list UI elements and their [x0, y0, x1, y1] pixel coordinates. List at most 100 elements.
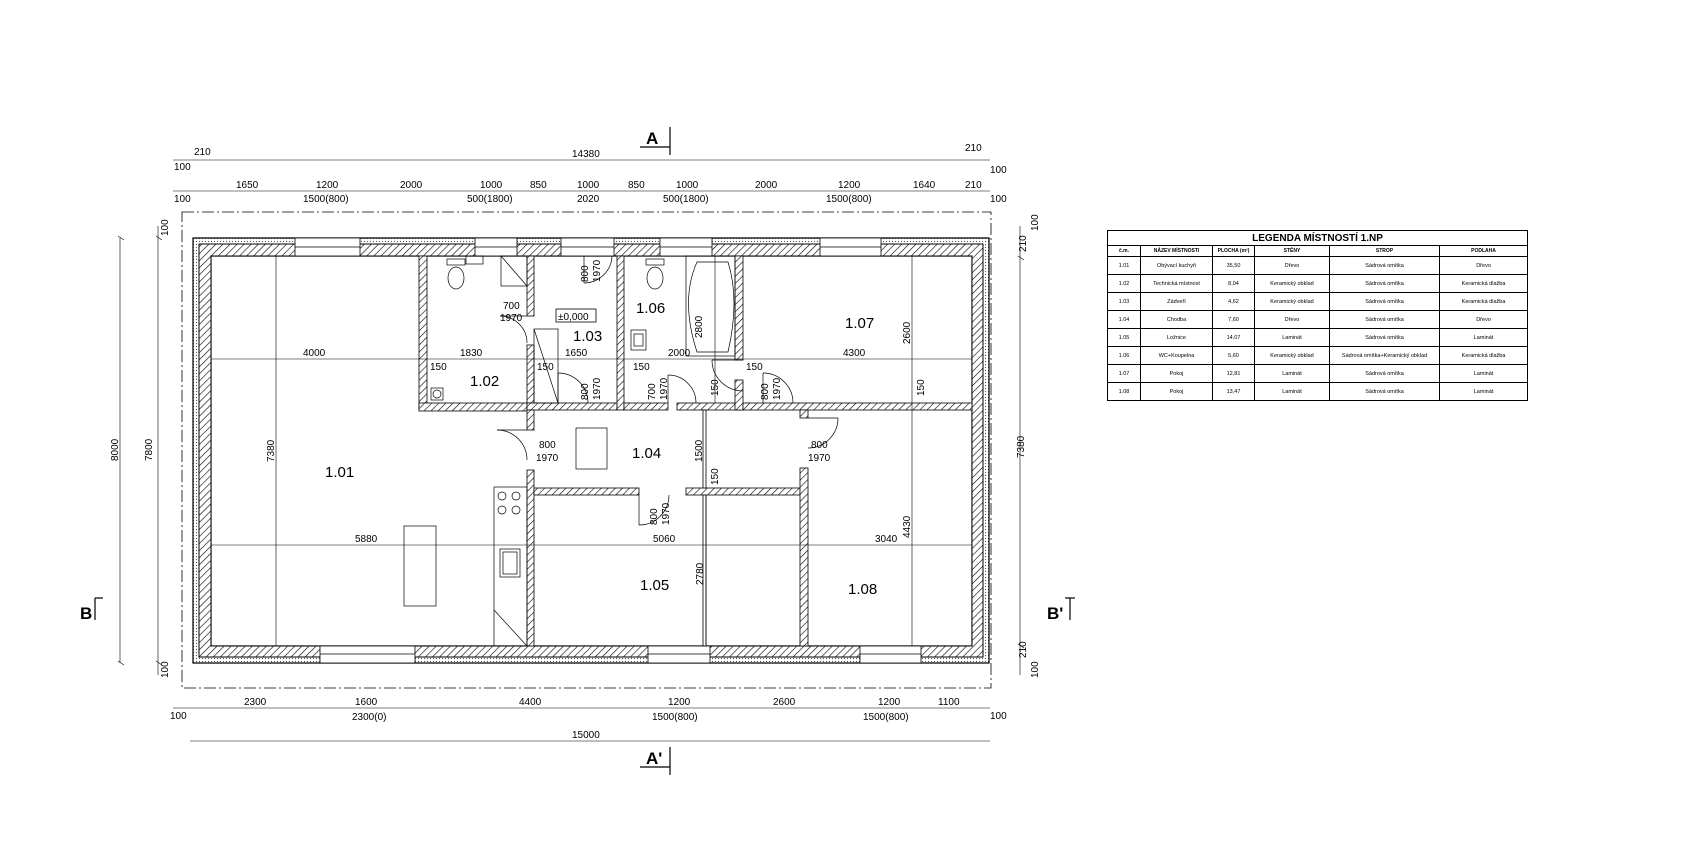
dim-top-210-left: 210	[194, 147, 211, 158]
dim-top-chain-2: 1200	[316, 180, 339, 191]
room-number-1-01: 1.01	[325, 464, 354, 481]
level-mark: ±0,000	[558, 312, 589, 323]
exterior-walls	[192, 237, 990, 664]
legend-cell: Dřevo	[1438, 256, 1529, 275]
dim-int-5060: 5060	[653, 534, 676, 545]
section-a-prime-label: A'	[646, 749, 662, 768]
dim-int-2780: 2780	[695, 562, 706, 585]
dim-top-chain-12: 210	[965, 180, 982, 191]
dim-right-100-bottom: 100	[1030, 661, 1041, 678]
legend-cell: 1.06	[1107, 346, 1141, 365]
dim-top-chain-6: 1000	[577, 180, 600, 191]
dim-top-100-right: 100	[990, 165, 1007, 176]
fixtures	[403, 255, 736, 647]
dim-top-210-right: 210	[965, 143, 982, 154]
door-2-width: 800	[580, 265, 591, 282]
dim-top-overall: 14380	[572, 149, 600, 160]
interior-dimension-lines	[211, 256, 972, 646]
dim-int-1500: 1500	[694, 439, 705, 462]
legend-cell: 12,81	[1212, 364, 1255, 383]
legend-cell: 13,47	[1212, 382, 1255, 401]
legend-cell: 14,07	[1212, 328, 1255, 347]
door-4-height: 1970	[659, 377, 670, 400]
dim-left-100-bottom: 100	[160, 661, 171, 678]
dim-top-100-chain-right: 100	[990, 194, 1007, 205]
legend-cell: Keramická dlažba	[1438, 274, 1529, 293]
legend-header-cell: č.m.	[1107, 245, 1141, 257]
dim-int-150-v-a: 150	[710, 379, 721, 396]
legend-cell: Zádveří	[1140, 292, 1213, 311]
section-b-prime-label: B'	[1047, 604, 1063, 623]
dim-bottom-chain-4: 1200	[668, 697, 691, 708]
dim-bottom-100-right: 100	[990, 711, 1007, 722]
dim-bottom-opening-1: 2300(0)	[352, 712, 386, 723]
dim-int-5880: 5880	[355, 534, 378, 545]
toilet-icon	[646, 266, 664, 290]
legend-cell: 1.08	[1107, 382, 1141, 401]
legend-cell: Sádrová omítka	[1329, 292, 1440, 311]
legend-cell: Keramická dlažba	[1438, 346, 1529, 365]
legend-cell: 5,60	[1212, 346, 1255, 365]
legend-header-cell: PLOCHA (m²)	[1212, 245, 1255, 257]
legend-cell: 1.05	[1107, 328, 1141, 347]
section-markers	[94, 127, 1075, 775]
toilet-icon	[447, 266, 465, 290]
dim-top-100-left: 100	[174, 162, 191, 173]
door-6-height: 1970	[536, 453, 559, 464]
level-mark-box	[555, 308, 597, 323]
dim-int-150-c: 150	[633, 362, 650, 373]
dim-top-opening-1: 1500(800)	[303, 194, 349, 205]
legend-title: LEGENDA MÍSTNOSTÍ 1.NP	[1106, 230, 1529, 246]
dim-left-100-top: 100	[160, 219, 171, 236]
door-6-width: 800	[539, 440, 556, 451]
door-8-height: 1970	[661, 502, 672, 525]
room-number-1-08: 1.08	[848, 581, 877, 598]
legend-cell: 1.01	[1107, 256, 1141, 275]
dim-int-3040: 3040	[875, 534, 898, 545]
dim-int-1650: 1650	[565, 348, 588, 359]
dim-top-chain-9: 2000	[755, 180, 778, 191]
dim-top-chain-8: 1000	[676, 180, 699, 191]
dim-int-4430: 4430	[902, 515, 913, 538]
legend-cell: 1.02	[1107, 274, 1141, 293]
legend-cell: Laminát	[1438, 328, 1529, 347]
section-b-label: B	[80, 604, 92, 623]
legend-cell: Ložnice	[1140, 328, 1213, 347]
legend-cell: 7,60	[1212, 310, 1255, 329]
legend-cell: Keramický obklad	[1254, 292, 1330, 311]
legend-cell: Keramický obklad	[1254, 346, 1330, 365]
legend-cell: Chodba	[1140, 310, 1213, 329]
interior-walls	[418, 255, 973, 647]
dim-bottom-chain-7: 1100	[938, 697, 960, 708]
dimension-chains	[117, 159, 1025, 742]
dim-top-chain-5: 850	[530, 180, 547, 191]
legend-cell: Sádrová omítka	[1329, 364, 1440, 383]
room-number-1-02: 1.02	[470, 373, 499, 390]
dim-right-100-top: 100	[1030, 214, 1041, 231]
dim-top-chain-11: 1640	[913, 180, 936, 191]
door-3-height: 1970	[592, 377, 603, 400]
door-4-width: 700	[647, 383, 658, 400]
dim-left-8000: 8000	[110, 438, 121, 461]
dim-bottom-chain-1: 2300	[244, 697, 267, 708]
room-legend-table: LEGENDA MÍSTNOSTÍ 1.NP č.m. NÁZEV MÍSTNO…	[1106, 230, 1529, 401]
dim-bottom-opening-2: 1500(800)	[652, 712, 698, 723]
dim-top-chain-10: 1200	[838, 180, 861, 191]
legend-header-cell: STĚNY	[1254, 245, 1330, 257]
legend-cell: Pokoj	[1140, 382, 1213, 401]
dim-int-150-v-c: 150	[916, 379, 927, 396]
legend-cell: Sádrová omítka	[1329, 256, 1440, 275]
dim-int-2800: 2800	[694, 315, 705, 338]
legend-cell: 8,04	[1212, 274, 1255, 293]
dim-left-7800: 7800	[144, 438, 155, 461]
legend-header-cell: NÁZEV MÍSTNOSTI	[1140, 245, 1213, 257]
legend-header-cell: STROP	[1329, 245, 1440, 257]
legend-cell: Keramická dlažba	[1438, 292, 1529, 311]
dim-int-4000: 4000	[303, 348, 326, 359]
door-2-height: 1970	[592, 259, 603, 282]
legend-cell: Keramický obklad	[1254, 274, 1330, 293]
legend-cell: Sádrová omítka	[1329, 382, 1440, 401]
